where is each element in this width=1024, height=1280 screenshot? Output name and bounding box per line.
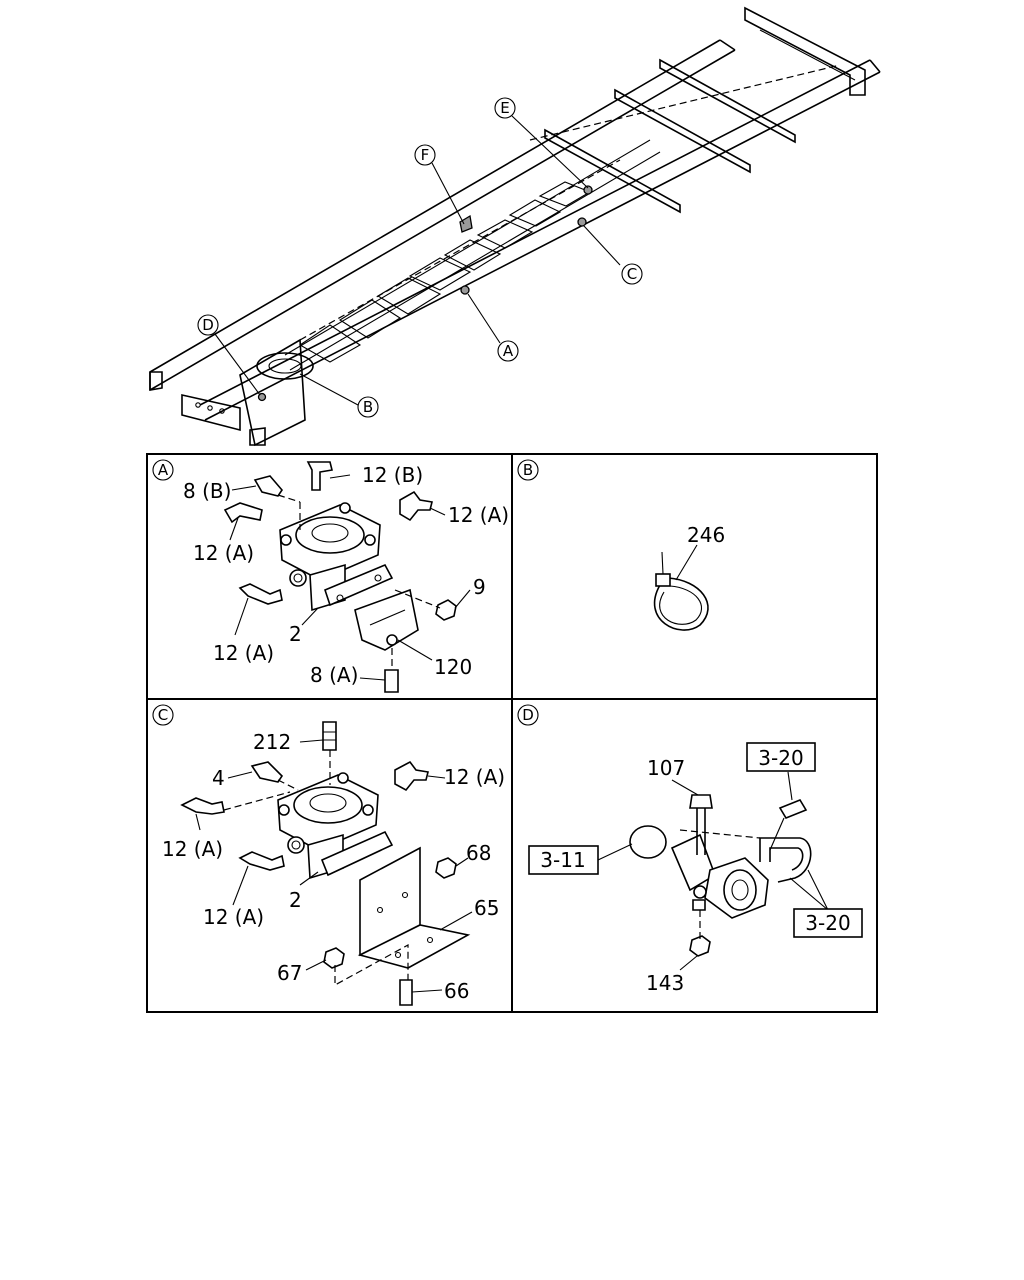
bolt-8a [384, 669, 399, 693]
label-c-12a-lower: 12 (A) [203, 905, 264, 929]
label-c-12a-left: 12 (A) [162, 837, 223, 861]
label-d-143: 143 [646, 971, 684, 995]
svg-text:3-11: 3-11 [540, 848, 585, 872]
svg-text:A: A [503, 342, 514, 360]
nut-9 [435, 599, 457, 621]
label-c-66: 66 [444, 979, 469, 1003]
cable-tie-246 [653, 551, 709, 631]
callout-f: F [414, 144, 436, 166]
label-c-212: 212 [253, 730, 291, 754]
connector-3-20-top [778, 799, 808, 819]
label-a-2: 2 [289, 622, 302, 646]
svg-text:3-20: 3-20 [758, 746, 803, 770]
label-a-12a-right: 12 (A) [448, 503, 509, 527]
panel-d-badge: D [517, 704, 539, 726]
detail-grid [146, 453, 878, 1013]
panel-c: C [152, 704, 505, 1006]
elbow-12b [306, 461, 333, 491]
callout-e: E [494, 97, 516, 119]
svg-text:B: B [363, 398, 373, 416]
bracket-120 [354, 588, 419, 651]
svg-text:E: E [500, 99, 509, 117]
svg-text:D: D [202, 316, 214, 334]
nut-68 [435, 857, 457, 879]
svg-text:F: F [421, 146, 430, 164]
label-a-8a: 8 (A) [310, 663, 358, 687]
relay-valve-c [277, 772, 394, 880]
bolt-107 [689, 794, 713, 809]
callout-leaders [214, 115, 621, 406]
nut-67 [323, 947, 345, 969]
panel-d: D 107 143 3-20 [517, 704, 863, 995]
label-c-12a-right: 12 (A) [444, 765, 505, 789]
label-c-2: 2 [289, 888, 302, 912]
ref-box-3-20-top: 3-20 [746, 742, 816, 772]
nut-143 [689, 935, 711, 957]
bolt-4 [250, 761, 284, 783]
elbow-12a-left-c [180, 797, 225, 815]
ref-box-3-11: 3-11 [528, 845, 599, 875]
svg-text:3-20: 3-20 [805, 911, 850, 935]
panel-b-badge: B [517, 459, 539, 481]
label-c-68: 68 [466, 841, 491, 865]
label-c-65: 65 [474, 896, 499, 920]
label-a-12a-lower: 12 (A) [213, 641, 274, 665]
callout-d: D [197, 314, 219, 336]
elbow-12a-lower [238, 583, 283, 605]
elbow-12a-left [223, 502, 263, 524]
svg-text:B: B [523, 461, 533, 479]
bolt-66 [399, 979, 413, 1006]
elbow-12a-right-c [394, 760, 429, 792]
chassis-frame [149, 6, 881, 447]
label-a-12a-left: 12 (A) [193, 541, 254, 565]
label-a-8b: 8 (B) [183, 479, 231, 503]
elbow-12a-right [399, 490, 433, 522]
svg-text:C: C [158, 706, 168, 724]
panel-b: B 246 [517, 459, 725, 631]
callout-b: B [357, 396, 379, 418]
svg-text:D: D [522, 706, 534, 724]
panel-c-badge: C [152, 704, 174, 726]
panel-a-badge: A [152, 459, 174, 481]
bolt-8b [253, 475, 284, 497]
svg-text:C: C [627, 265, 637, 283]
callout-a: A [497, 340, 519, 362]
control-valve [629, 825, 769, 919]
label-d-107: 107 [647, 756, 685, 780]
relay-valve [279, 502, 394, 612]
elbow-12a-lower-c [238, 851, 285, 871]
label-b-246: 246 [687, 523, 725, 547]
label-a-120: 120 [434, 655, 472, 679]
fitting-212 [322, 721, 337, 751]
panel-a: A [152, 459, 509, 693]
label-c-4: 4 [212, 766, 225, 790]
ref-box-3-20-bottom: 3-20 [793, 908, 863, 938]
callout-c: C [621, 263, 643, 285]
svg-text:A: A [158, 461, 169, 479]
label-a-9: 9 [473, 575, 486, 599]
label-c-67: 67 [277, 961, 302, 985]
label-a-12b: 12 (B) [362, 463, 423, 487]
